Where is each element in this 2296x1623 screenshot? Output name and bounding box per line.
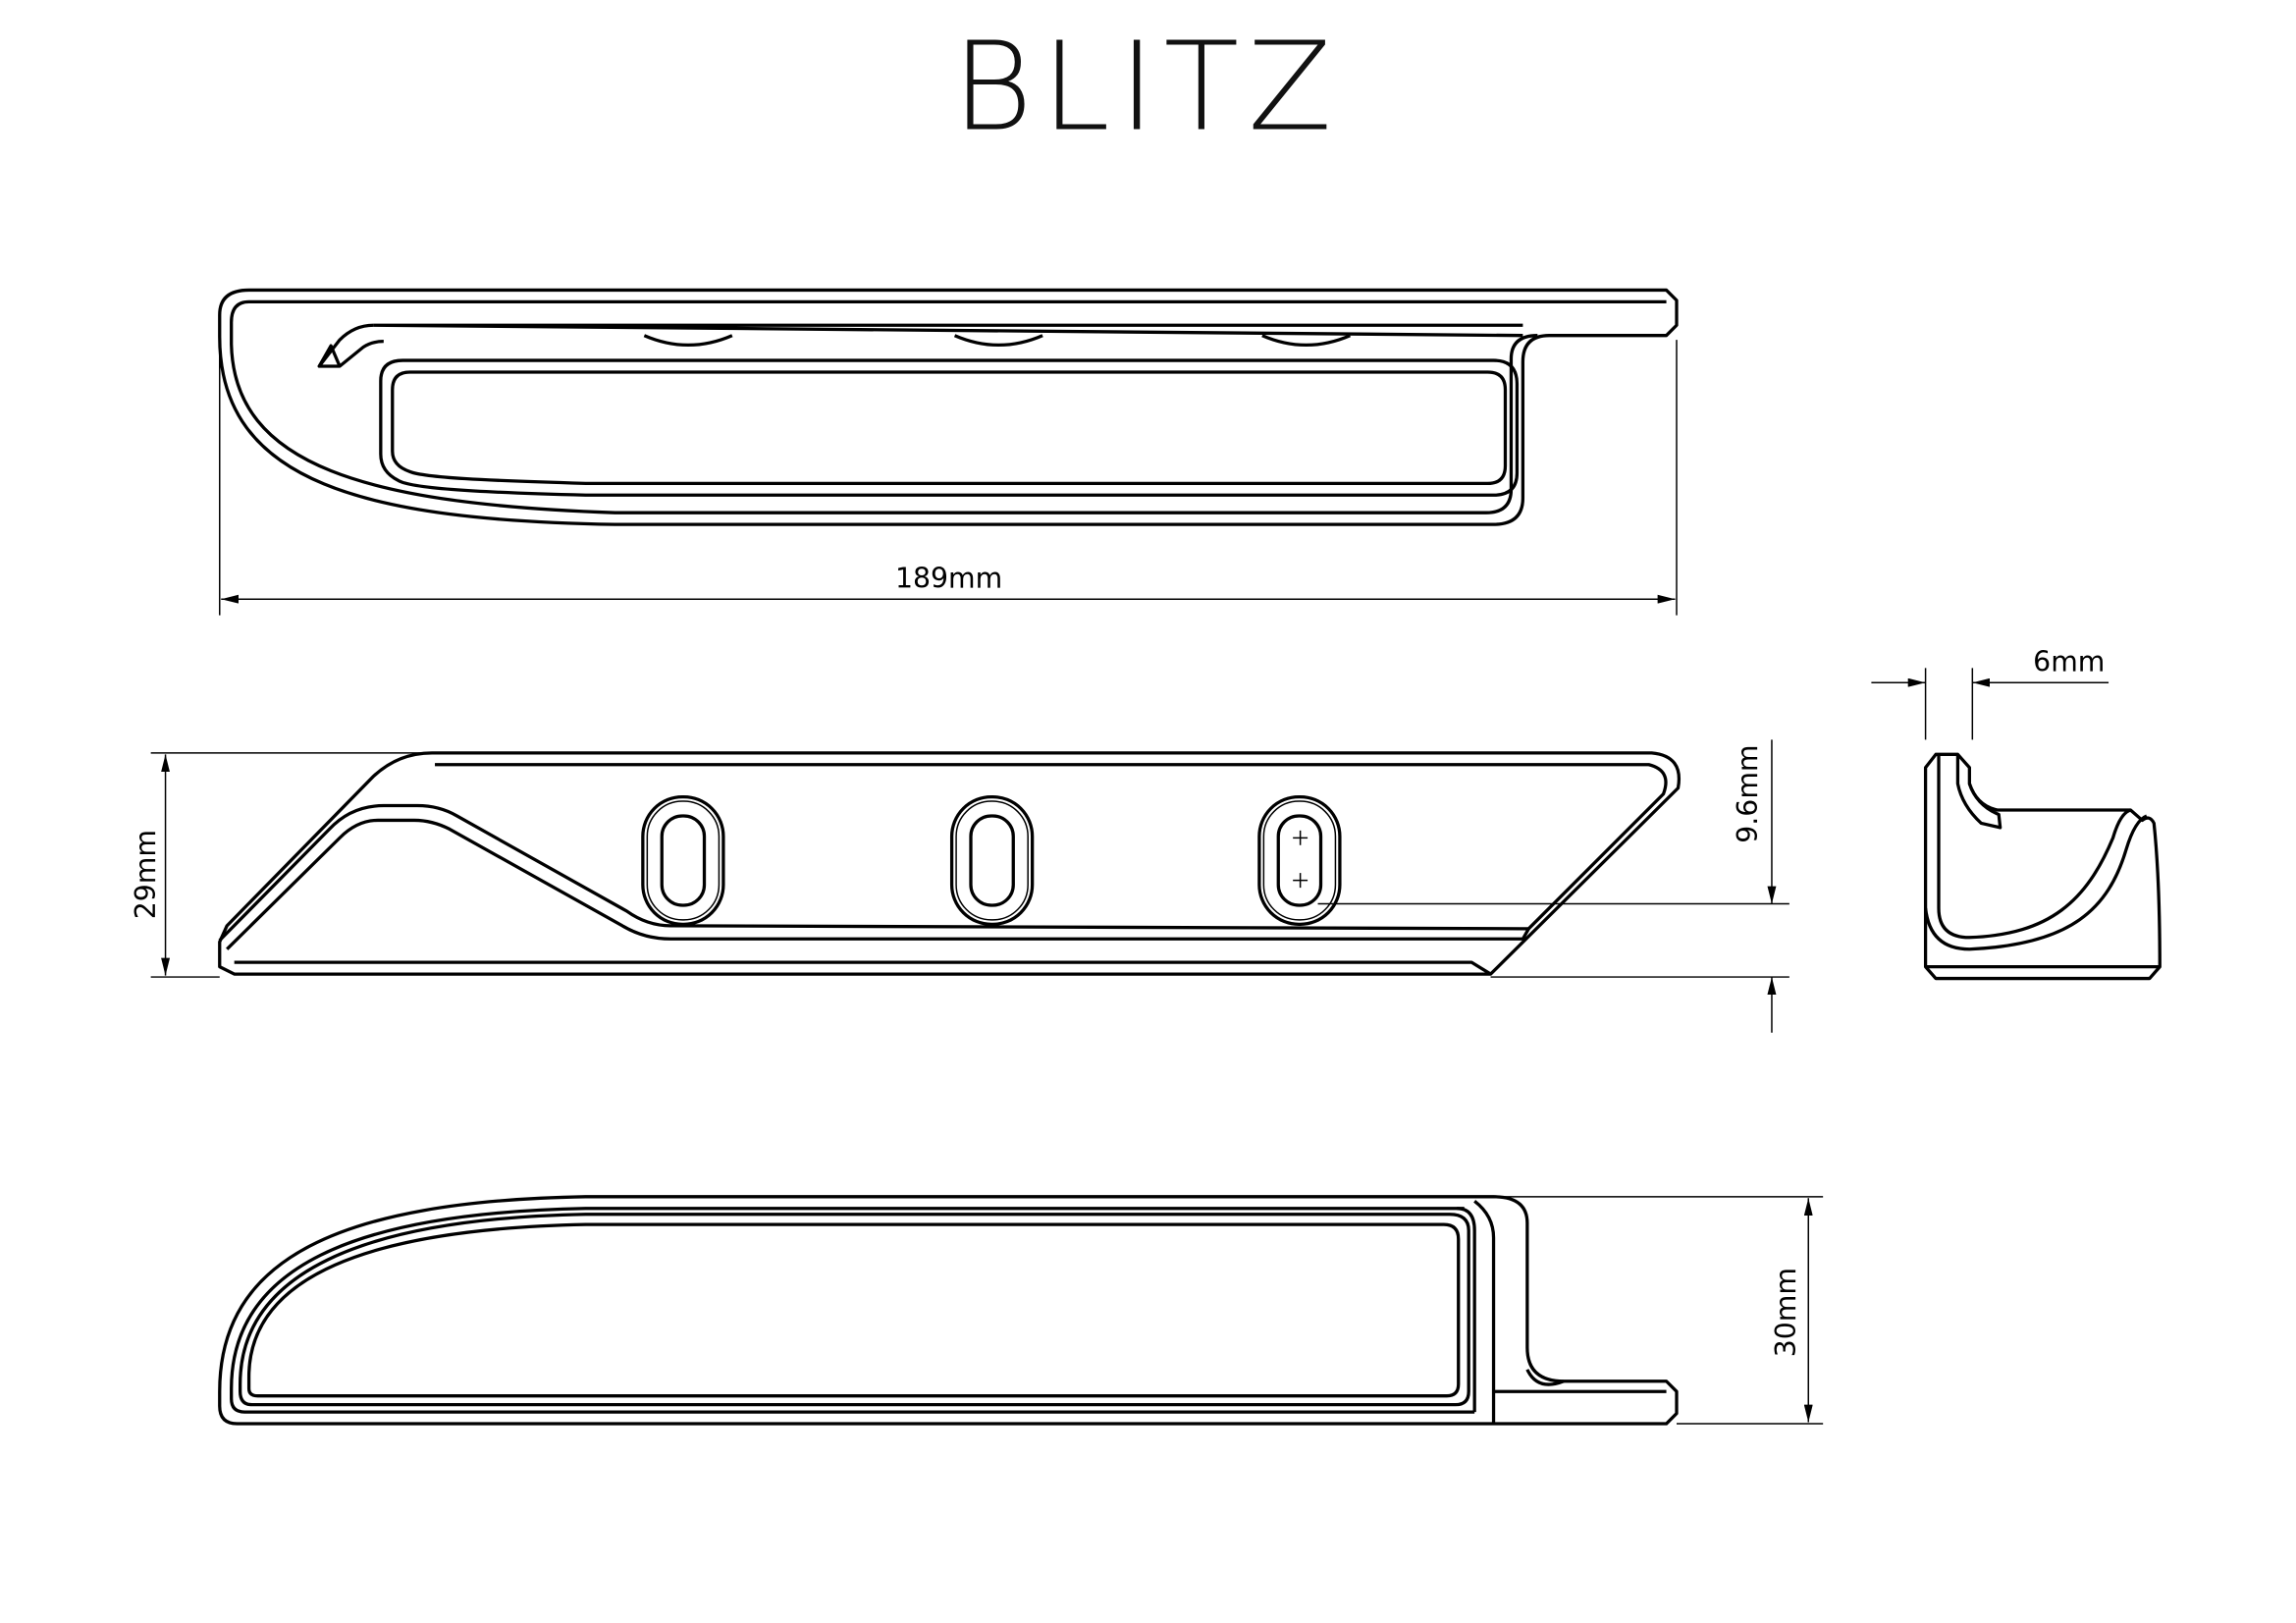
drawing-title: BLITZ xyxy=(952,15,1341,158)
length-dimension-label: 189mm xyxy=(895,562,1002,594)
top-view-outline xyxy=(218,288,1679,526)
end-view-outline xyxy=(1923,752,2162,981)
bottom-height-dimension-label: 30mm xyxy=(1770,1268,1802,1357)
top-view-window xyxy=(379,358,1520,497)
end-view: 6mm xyxy=(1871,645,2162,981)
side-view: 29mm 9.6mm xyxy=(130,739,1789,1033)
bottom-view-window xyxy=(246,1222,1461,1398)
top-view: 189mm xyxy=(218,288,1679,616)
mounting-slot xyxy=(949,794,1035,927)
height-dimension-label: 29mm xyxy=(130,830,162,919)
bottom-view: 30mm xyxy=(218,1195,1824,1426)
side-view-outline xyxy=(218,751,1682,976)
offset-dimension-label: 9.6mm xyxy=(1732,744,1764,842)
mounting-slot xyxy=(1257,794,1342,927)
bottom-view-outline xyxy=(218,1195,1679,1426)
center-mark-icon xyxy=(1293,830,1308,889)
width-dimension-label: 6mm xyxy=(2033,645,2105,677)
mounting-slot xyxy=(641,794,725,927)
